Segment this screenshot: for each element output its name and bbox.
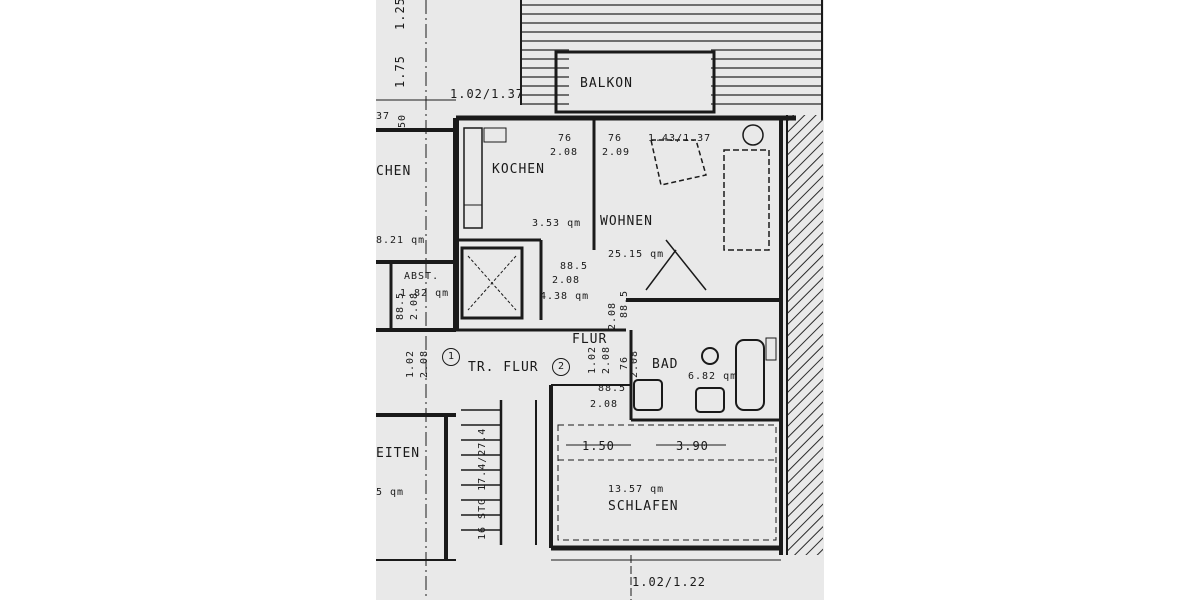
dim-flur-vert-a: 1.02 bbox=[587, 345, 598, 374]
area-seiten: 5 qm bbox=[376, 487, 405, 498]
area-bad: 6.82 qm bbox=[688, 371, 738, 382]
room-tr-flur: TR. FLUR bbox=[468, 360, 539, 375]
room-kochen-neighbour: CHEN bbox=[376, 164, 412, 179]
dim-width-390: 3.90 bbox=[676, 439, 709, 453]
room-kochen: KOCHEN bbox=[492, 162, 545, 177]
dim-bed-door-bottom: 2.08 bbox=[409, 291, 420, 320]
room-schlafen: SCHLAFEN bbox=[608, 499, 679, 514]
dim-door-left-top: 76 bbox=[558, 133, 573, 144]
area-kochen-neighbour: 8.21 qm bbox=[376, 235, 426, 246]
dim-margin-125: 1.25 bbox=[393, 0, 407, 30]
floor-plan-drawing bbox=[376, 0, 823, 600]
room-seiten: EITEN bbox=[376, 446, 421, 461]
dim-door-left-bottom: 2.08 bbox=[550, 147, 579, 158]
marker-two: 2 bbox=[552, 358, 570, 376]
dim-bath-door-top: 88.5 bbox=[598, 383, 627, 394]
dim-flur-left-top: 1.02 bbox=[405, 349, 416, 378]
marker-one: 1 bbox=[442, 348, 460, 366]
dim-door-right-bottom: 2.09 bbox=[602, 147, 631, 158]
dim-kitchen-door-top: 88.5 bbox=[560, 261, 589, 272]
shaft-box bbox=[460, 246, 524, 320]
area-abst: 1.82 qm bbox=[400, 288, 450, 299]
dim-bath-door-bottom: 2.08 bbox=[590, 399, 619, 410]
dim-flur-door-top: 88.5 bbox=[619, 289, 630, 318]
dim-bed-door-top: 88.5 bbox=[395, 291, 406, 320]
top-stripes-right bbox=[711, 0, 823, 105]
dim-stairs: 16 STG 17.4/27.4 bbox=[477, 427, 488, 540]
stairs bbox=[461, 400, 537, 545]
room-balkon: BALKON bbox=[580, 76, 633, 91]
dim-width-150: 1.50 bbox=[582, 439, 615, 453]
area-wohnen: 25.15 qm bbox=[608, 249, 665, 260]
dim-bottom-window: 1.02/1.22 bbox=[632, 575, 707, 589]
dim-margin-37: 37 bbox=[376, 111, 391, 122]
dim-margin-175: 1.75 bbox=[393, 55, 407, 88]
dim-bath-vert-b: 2.08 bbox=[629, 349, 640, 378]
hatched-wall bbox=[787, 115, 823, 555]
balkon-outline bbox=[554, 50, 716, 114]
dim-flur-door-bottom: 2.08 bbox=[607, 301, 618, 330]
area-flur: 4.38 qm bbox=[540, 291, 590, 302]
area-schlafen: 13.57 qm bbox=[608, 484, 665, 495]
dim-top-window: 1.02/1.37 bbox=[450, 87, 525, 101]
dim-wohnen-window: 1.43/1.37 bbox=[648, 133, 712, 144]
floor-plan-scan: BALKON KOCHEN CHEN WOHNEN ABST. FLUR TR.… bbox=[376, 0, 824, 600]
area-kochen: 3.53 qm bbox=[532, 218, 582, 229]
room-abst: ABST. bbox=[404, 271, 440, 282]
dim-kitchen-door-bottom: 2.08 bbox=[552, 275, 581, 286]
dim-door-right-top: 76 bbox=[608, 133, 623, 144]
dim-flur-left-bottom: 2.08 bbox=[419, 349, 430, 378]
room-flur: FLUR bbox=[572, 332, 608, 347]
room-wohnen: WOHNEN bbox=[600, 214, 653, 229]
dim-flur-vert-b: 2.08 bbox=[601, 345, 612, 374]
top-stripes-mid bbox=[569, 0, 711, 45]
bathtub bbox=[735, 339, 765, 411]
room-bad: BAD bbox=[652, 357, 679, 372]
dim-margin-50: 50 bbox=[397, 113, 408, 128]
